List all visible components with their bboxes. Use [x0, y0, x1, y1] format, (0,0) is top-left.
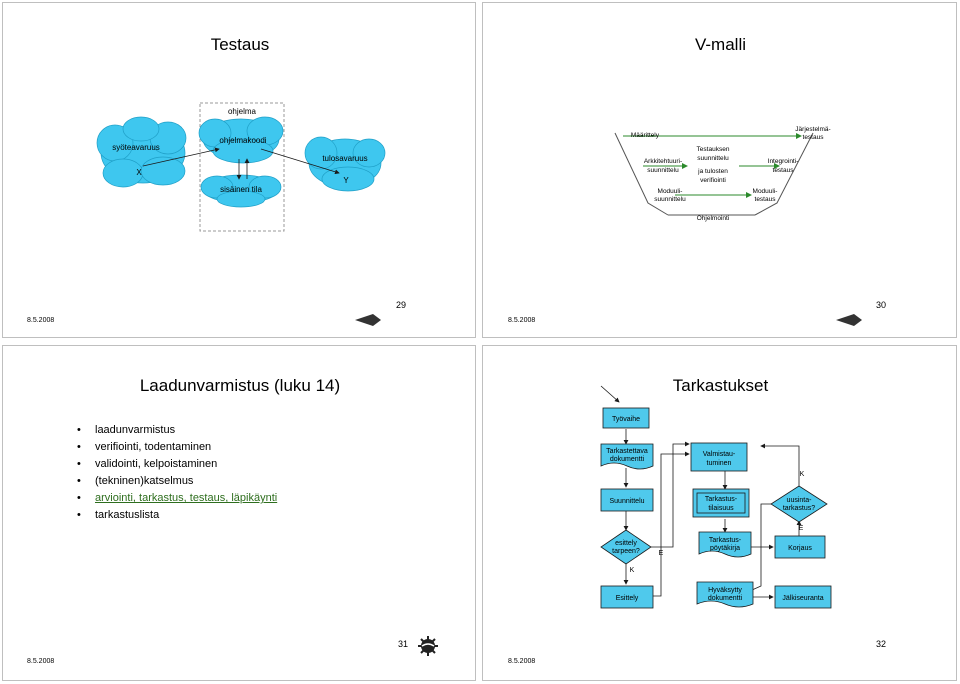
v-left-line — [614, 132, 669, 216]
y-label: Y — [343, 176, 349, 185]
slide-laadunvarmistus: Laadunvarmistus (luku 14) laadunvarmistu… — [2, 345, 476, 681]
cloud-input — [96, 116, 187, 188]
label-tarkastettava-1: Tarkastettava — [606, 448, 648, 455]
label-uusinta-e: E — [799, 525, 804, 532]
output-label: tulosavaruus — [322, 154, 367, 163]
page-fold-icon — [836, 313, 862, 326]
bullet-item: laadunvarmistus — [77, 422, 277, 439]
cloud-code — [198, 116, 284, 164]
cloud-state — [200, 174, 282, 208]
page-number: 32 — [876, 639, 887, 649]
inspection-flowchart: Työvaihe Tarkastettava dokumentti Valmis… — [600, 385, 832, 609]
label-ohjelmointi: Ohjelmointi — [697, 215, 730, 222]
testaus-diagram: ohjelma syöteavaruus X ohjelmakoodi tulo… — [96, 102, 386, 232]
diamond-uusinta — [770, 485, 828, 523]
label-esittely-e: E — [659, 550, 664, 557]
slide-title: Tarkastukset — [672, 376, 769, 395]
label-tarkastettava-2: dokumentti — [610, 456, 645, 463]
slide-date: 8.5.2008 — [508, 317, 536, 324]
bullet-link[interactable]: arviointi, tarkastus, testaus, läpikäynt… — [95, 492, 278, 504]
bullet-item: verifiointi, todentaminen — [77, 439, 277, 456]
box-jalkiseuranta — [774, 585, 832, 609]
code-label: ohjelmakoodi — [219, 136, 266, 145]
page-number: 30 — [876, 300, 887, 310]
label-esittely-1: esittely — [615, 540, 637, 547]
label-moduulites-2: testaus — [755, 196, 777, 203]
label-jarjestelma-2: testaus — [803, 134, 825, 141]
label-esittely-2: tarpeen? — [612, 548, 640, 555]
bullet-item: tarkastuslista — [77, 507, 277, 524]
label-valmistau-2: tuminen — [707, 460, 732, 467]
state-label: sisäinen tila — [220, 185, 262, 194]
logo-icon — [418, 636, 438, 656]
slide-testaus: Testaus — [2, 2, 476, 338]
label-hyvaksytty-1: Hyväksytty — [708, 587, 742, 594]
label-arkkitehtuuri-2: suunnittelu — [647, 167, 679, 174]
box-esittely — [600, 585, 654, 609]
page-number: 31 — [398, 639, 409, 649]
box-tarkastustilaisuus — [692, 488, 750, 518]
slide-title: V-malli — [694, 35, 746, 54]
v-model-diagram: Määrittely Arkkitehtuuri- suunnittelu Te… — [614, 126, 831, 222]
bullet-item-link[interactable]: arviointi, tarkastus, testaus, läpikäynt… — [77, 490, 277, 507]
label-integrointi-1: Integrointi- — [768, 158, 799, 165]
label-moduulites-1: Moduuli- — [753, 188, 778, 195]
label-testauksen-3: ja tulosten — [697, 168, 728, 175]
label-uusinta-k: K — [800, 471, 805, 478]
label-tyovaihe: Työvaihe — [612, 416, 640, 423]
x-label: X — [136, 168, 142, 177]
label-esittely-k: K — [630, 567, 635, 574]
bullet-list: laadunvarmistus verifiointi, todentamine… — [77, 422, 277, 524]
program-label: ohjelma — [228, 107, 257, 116]
slide-title: Testaus — [210, 35, 270, 54]
label-korjaus: Korjaus — [788, 545, 812, 552]
box-hyvaksytty — [696, 581, 754, 608]
label-moduulisuun-2: suunnittelu — [654, 196, 686, 203]
label-testauksen-2: suunnittelu — [697, 155, 729, 162]
label-tilaisuus-1: Tarkastus- — [705, 496, 738, 503]
slide-tarkastukset: Tarkastukset — [482, 345, 957, 681]
input-label: syöteavaruus — [112, 143, 160, 152]
box-tarkastettava — [600, 443, 654, 470]
box-valmistautuminen — [690, 442, 748, 472]
slide-v-malli: V-malli Määrittely Arkkitehtuuri- suunni… — [482, 2, 957, 338]
label-jalkiseuranta: Jälkiseuranta — [782, 595, 823, 602]
arrow-x-to-code — [142, 147, 220, 167]
page-fold-icon — [355, 313, 381, 326]
label-jarjestelma-1: Järjestelmä- — [795, 126, 830, 133]
label-tilaisuus-2: tilaisuus — [708, 505, 734, 512]
label-esittely-box: Esittely — [616, 595, 639, 602]
label-integrointi-2: testaus — [773, 167, 795, 174]
label-poytakirja-2: pöytäkirja — [710, 545, 740, 552]
label-hyvaksytty-2: dokumentti — [708, 595, 743, 602]
page-number: 29 — [396, 300, 407, 310]
slide-title: Laadunvarmistus (luku 14) — [139, 376, 341, 395]
label-maarittely: Määrittely — [631, 132, 660, 139]
label-arkkitehtuuri-1: Arkkitehtuuri- — [644, 158, 682, 165]
bullet-item: (tekninen)katselmus — [77, 473, 277, 490]
label-valmistau-1: Valmistau- — [703, 451, 736, 458]
label-uusinta-1: uusinta- — [787, 497, 813, 504]
slide-date: 8.5.2008 — [508, 658, 536, 665]
v-right-line — [754, 132, 814, 216]
arrow-code-to-y — [260, 148, 340, 175]
label-testauksen-1: Testauksen — [697, 146, 730, 153]
label-suunnittelu: Suunnittelu — [609, 498, 644, 505]
label-uusinta-2: tarkastus? — [783, 505, 815, 512]
box-poytakirja — [698, 531, 752, 558]
program-box — [199, 102, 285, 232]
label-poytakirja-1: Tarkastus- — [709, 537, 742, 544]
box-suunnittelu — [600, 488, 654, 512]
slide-date: 8.5.2008 — [27, 658, 55, 665]
bullet-item: validointi, kelpoistaminen — [77, 456, 277, 473]
label-moduulisuun-1: Moduuli- — [658, 188, 683, 195]
label-testauksen-4: verifiointi — [700, 177, 726, 184]
diamond-esittely — [600, 529, 652, 565]
box-korjaus — [774, 535, 826, 559]
box-tyovaihe — [602, 407, 650, 429]
slide-date: 8.5.2008 — [27, 317, 55, 324]
